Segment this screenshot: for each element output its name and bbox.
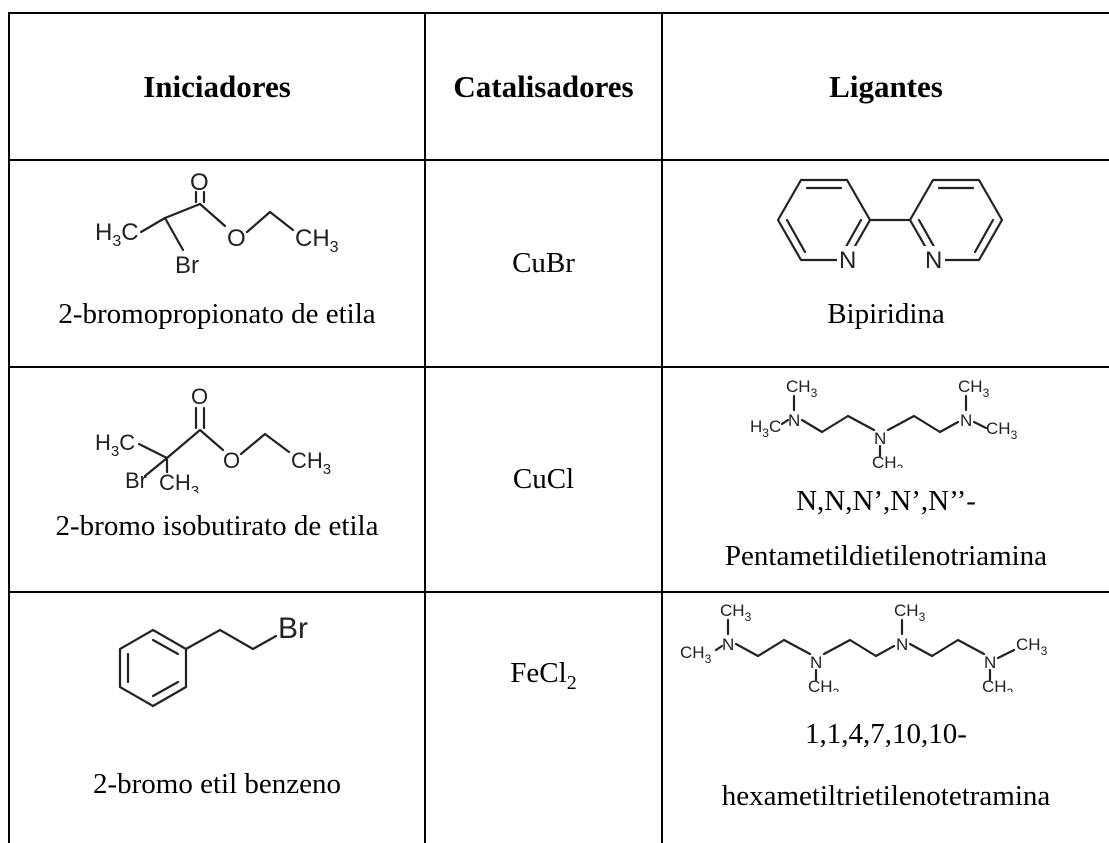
br-label: Br — [278, 612, 308, 645]
bipyridine-structure: N N — [776, 178, 1004, 274]
n-label: N — [896, 635, 908, 654]
ester-o-label: O — [223, 448, 240, 473]
ethyl-2-bromopropionate-structure: H3C Br O O CH3 — [95, 170, 339, 279]
initiator-name-3: 2-bromo etil benzeno — [92, 768, 342, 800]
ch3-label: CH3 — [894, 601, 926, 624]
ethyl-2-bromoisobutyrate-structure: H3C Br CH3 O O CH3 — [95, 384, 331, 493]
n-label: N — [984, 653, 996, 672]
ch3-label: CH3 — [786, 377, 818, 400]
header-catalysts: Catalisadores — [453, 68, 634, 104]
br-label: Br — [125, 468, 147, 493]
ch3-label: CH3 — [680, 643, 712, 666]
catalyst-1: CuBr — [512, 247, 575, 279]
catalyst-2: CuCl — [512, 463, 575, 495]
h3c-label: H3C — [95, 430, 135, 460]
catalyst-3-subscript: 2 — [566, 671, 577, 694]
ch3-label: CH3 — [872, 453, 904, 468]
col-divider-2 — [661, 12, 663, 843]
catalyst-3: FeCl2 — [426, 593, 661, 759]
br-label: Br — [175, 252, 199, 279]
ch3-label: CH3 — [958, 377, 990, 400]
ligand-name-3: 1,1,4,7,10,10- hexametiltrietilenotetram… — [663, 703, 1109, 827]
table-border-left — [8, 12, 10, 843]
ligand-2-line-1: N,N,N’,N’,N’’- — [796, 485, 976, 517]
ch3-label: CH3 — [982, 677, 1014, 692]
ch3-label: CH3 — [1016, 635, 1048, 658]
h3c-label: H3C — [95, 219, 139, 250]
n-label: N — [788, 411, 800, 430]
n-label: N — [874, 429, 886, 448]
ch3-label: CH3 — [291, 448, 331, 478]
n-label-left: N — [839, 247, 856, 274]
ligand-3-line-2: hexametiltrietilenotetramina — [721, 780, 1051, 812]
initiator-name-2: 2-bromo isobutirato de etila — [55, 510, 379, 542]
n-label: N — [960, 411, 972, 430]
n-label: N — [722, 635, 734, 654]
n-label-right: N — [925, 247, 942, 274]
carbonyl-o-label: O — [191, 384, 208, 409]
header-initiators: Iniciadores — [143, 68, 291, 104]
catalyst-3-base: FeCl — [510, 657, 567, 690]
initiator-name-1: 2-bromopropionato de etila — [58, 298, 376, 330]
ch3-label: CH3 — [808, 677, 840, 692]
ester-o-label: O — [227, 225, 246, 252]
ch3-label-methyl: CH3 — [159, 470, 199, 493]
pmdeta-structure: CH3 N H3C N CH3 N CH3 CH3 — [750, 377, 1018, 468]
hmteta-structure: CH3 N CH3 N CH3 N CH3 N CH3 CH3 — [680, 601, 1048, 692]
ligand-1-line-1: Bipiridina — [827, 298, 945, 330]
bromoethylbenzene-structure: Br — [118, 612, 308, 708]
ligand-3-line-1: 1,1,4,7,10,10- — [805, 718, 967, 750]
ch3-label: CH3 — [295, 225, 339, 256]
col-divider-1 — [424, 12, 426, 843]
row-divider-1 — [8, 159, 1109, 161]
ligand-2-line-2: Pentametildietilenotriamina — [724, 540, 1048, 572]
row-divider-2 — [8, 366, 1109, 368]
table-border-top — [8, 12, 1109, 14]
ligand-name-1: Bipiridina — [663, 298, 1109, 331]
header-ligands: Ligantes — [829, 68, 943, 104]
row-divider-3 — [8, 591, 1109, 593]
carbonyl-o-label: O — [190, 170, 209, 196]
ch3-label: CH3 — [986, 419, 1018, 442]
h3c-label: H3C — [750, 417, 781, 440]
n-label: N — [810, 653, 822, 672]
ch3-label: CH3 — [720, 601, 752, 624]
ligand-name-2: N,N,N’,N’,N’’- Pentametildietilenotriami… — [663, 474, 1109, 584]
